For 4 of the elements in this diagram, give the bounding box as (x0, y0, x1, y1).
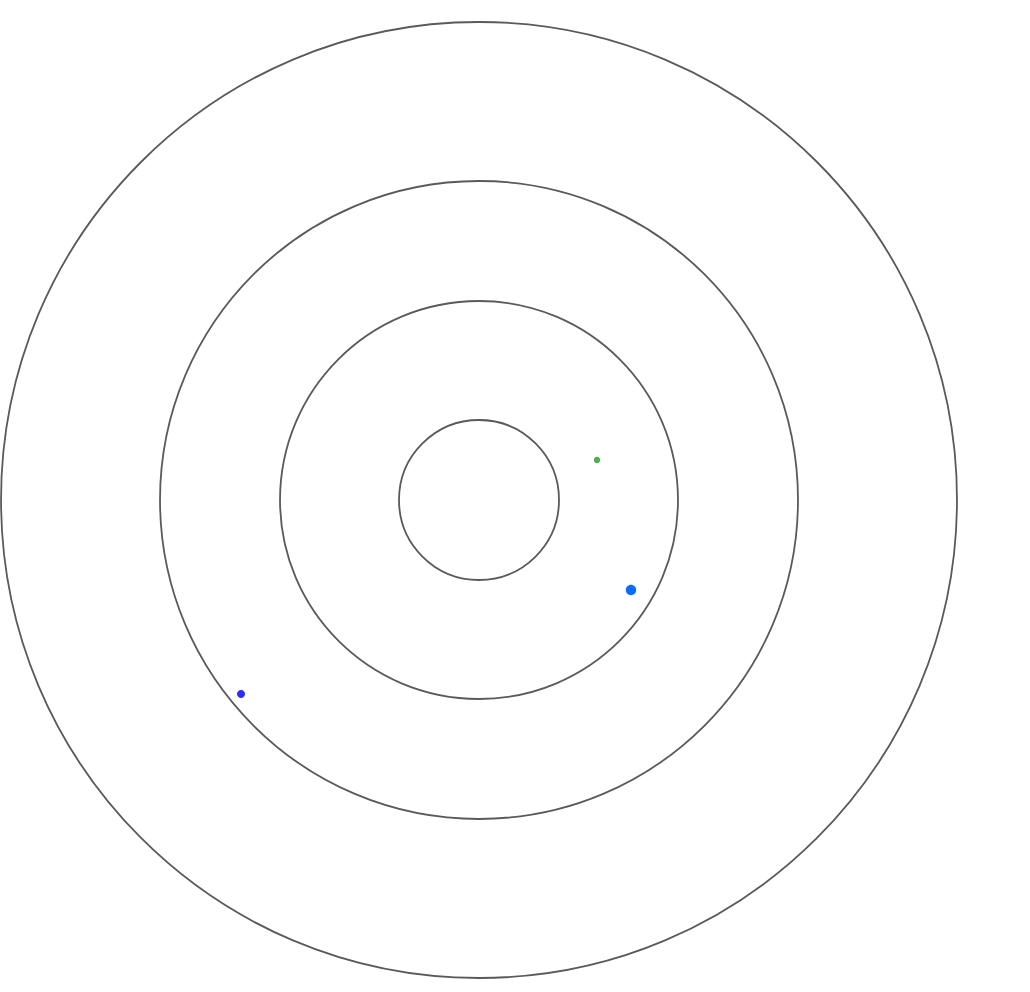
ring (0, 21, 958, 979)
ring (279, 300, 679, 700)
ring (398, 419, 560, 581)
ring (159, 180, 799, 820)
